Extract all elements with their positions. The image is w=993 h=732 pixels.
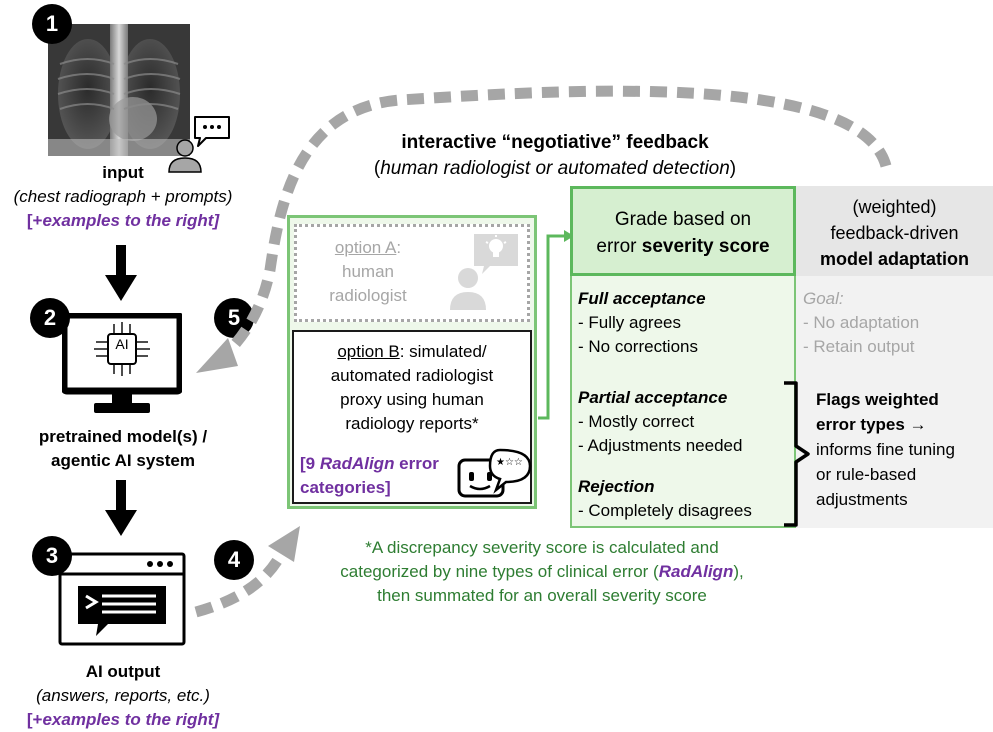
step-2-badge: 2 bbox=[30, 298, 70, 338]
grade-line-2-plain: error bbox=[596, 236, 642, 257]
option-b-cat-name: RadAlign bbox=[319, 454, 395, 473]
option-b-cat-line-2: categories] bbox=[300, 478, 391, 497]
partial-acceptance-item: - Mostly correct bbox=[578, 412, 695, 431]
ai-chip-label: AI bbox=[115, 336, 129, 352]
footnote-line-2-name: RadAlign bbox=[658, 562, 734, 581]
adaptation-header: (weighted) feedback-driven model adaptat… bbox=[796, 186, 993, 276]
model-label-block: pretrained model(s) / agentic AI system bbox=[0, 425, 246, 473]
option-a-text: option A: human radiologist bbox=[298, 236, 438, 308]
input-title: input bbox=[102, 163, 144, 182]
adapt-line-1: (weighted) bbox=[852, 197, 937, 217]
goal-title: Goal: bbox=[803, 289, 844, 308]
chatbot-stars: ★☆☆ bbox=[496, 457, 523, 468]
lightbulb-person-icon bbox=[450, 234, 518, 310]
speech-bubble-icon bbox=[194, 116, 230, 147]
option-a-label: option A bbox=[334, 238, 397, 257]
flags-line-5: adjustments bbox=[816, 490, 908, 509]
step-4-badge: 4 bbox=[214, 540, 254, 580]
model-line-2: agentic AI system bbox=[51, 451, 195, 470]
option-b-line-4: radiology reports* bbox=[345, 414, 479, 433]
output-label-block: AI output (answers, reports, etc.) [+exa… bbox=[0, 660, 246, 732]
partial-acceptance-title: Partial acceptance bbox=[578, 388, 728, 407]
option-a-line-2: human bbox=[342, 262, 394, 281]
flags-line-4: or rule-based bbox=[816, 465, 917, 484]
output-examples-open: [+ bbox=[26, 710, 43, 729]
option-b-categories: [9 RadAlign error categories] bbox=[300, 452, 460, 500]
rejection-item: - Completely disagrees bbox=[578, 501, 752, 520]
feedback-sub-italic: human radiologist or automated detection bbox=[380, 158, 730, 179]
input-examples-word: examples bbox=[42, 211, 120, 230]
option-a-colon: : bbox=[396, 238, 402, 257]
full-acceptance-item: - No corrections bbox=[578, 337, 698, 356]
input-examples-open: [+ bbox=[26, 211, 43, 230]
flags-line-3: informs fine tuning bbox=[816, 440, 955, 459]
goal-item: - No adaptation bbox=[803, 313, 920, 332]
connector-arrow bbox=[538, 230, 574, 420]
full-acceptance-item: - Fully agrees bbox=[578, 313, 681, 332]
feedback-sub-open: ( bbox=[373, 158, 381, 179]
feedback-sub-close: ) bbox=[729, 158, 737, 179]
footnote-line-2-pre: categorized by nine types of clinical er… bbox=[340, 562, 659, 581]
rejection-title: Rejection bbox=[578, 477, 655, 496]
option-b-cat-rest: error bbox=[394, 454, 439, 473]
feedback-title: interactive “negotiative” feedback bbox=[401, 132, 709, 153]
grade-line-2-bold: severity score bbox=[641, 236, 770, 257]
option-b-line-2: automated radiologist bbox=[330, 366, 494, 385]
grade-header: Grade based on error severity score bbox=[570, 186, 796, 276]
rejection-block: Rejection - Completely disagrees bbox=[578, 475, 792, 523]
option-b-label: option B bbox=[337, 342, 400, 361]
ai-chip-icon bbox=[94, 322, 150, 376]
chatbot-icon bbox=[457, 448, 532, 498]
adapt-line-2: feedback-driven bbox=[830, 223, 959, 243]
bracket-icon bbox=[784, 381, 810, 527]
footnote-line-3: then summated for an overall severity sc… bbox=[377, 586, 707, 605]
grade-line-1: Grade based on bbox=[614, 209, 752, 230]
option-b-line1-rest: : simulated/ bbox=[399, 342, 487, 361]
footnote-line-2-post: ), bbox=[733, 562, 744, 581]
output-subtitle: (answers, reports, etc.) bbox=[36, 686, 210, 705]
step-3-badge: 3 bbox=[32, 536, 72, 576]
goal-item: - Retain output bbox=[803, 337, 915, 356]
partial-acceptance-item: - Adjustments needed bbox=[578, 436, 743, 455]
full-acceptance-block: Full acceptance - Fully agrees - No corr… bbox=[578, 287, 792, 359]
option-b-line-3: proxy using human bbox=[340, 390, 484, 409]
output-examples-word: examples bbox=[42, 710, 120, 729]
flags-block: Flags weighted error types → informs fin… bbox=[816, 387, 993, 512]
footnote-block: *A discrepancy severity score is calcula… bbox=[292, 536, 792, 608]
option-b-text: option B: simulated/ automated radiologi… bbox=[296, 340, 528, 436]
feedback-heading-block: interactive “negotiative” feedback (huma… bbox=[330, 130, 780, 182]
option-a-line-3: radiologist bbox=[329, 286, 407, 305]
partial-acceptance-block: Partial acceptance - Mostly correct - Ad… bbox=[578, 386, 792, 458]
down-arrow-icon bbox=[105, 245, 137, 301]
goal-block: Goal: - No adaptation - Retain output bbox=[803, 287, 989, 359]
chest-xray-image bbox=[48, 24, 190, 156]
flags-line-1: Flags weighted bbox=[816, 390, 939, 409]
model-line-1: pretrained model(s) / bbox=[38, 427, 208, 446]
output-examples-close: to the right] bbox=[119, 710, 220, 729]
full-acceptance-title: Full acceptance bbox=[578, 289, 706, 308]
browser-window-icon bbox=[58, 552, 186, 646]
input-label-block: input (chest radiograph + prompts) [+exa… bbox=[0, 161, 246, 233]
output-title: AI output bbox=[85, 662, 161, 681]
person-icon bbox=[168, 139, 202, 173]
input-examples-close: to the right] bbox=[119, 211, 220, 230]
down-arrow-icon bbox=[105, 480, 137, 536]
footnote-line-1: *A discrepancy severity score is calcula… bbox=[365, 538, 719, 557]
adapt-line-3: model adaptation bbox=[819, 249, 969, 269]
option-b-cat-open: [9 bbox=[300, 454, 320, 473]
input-subtitle: (chest radiograph + prompts) bbox=[13, 187, 233, 206]
step-1-badge: 1 bbox=[32, 4, 72, 44]
flags-line-2: error types → bbox=[816, 415, 927, 434]
